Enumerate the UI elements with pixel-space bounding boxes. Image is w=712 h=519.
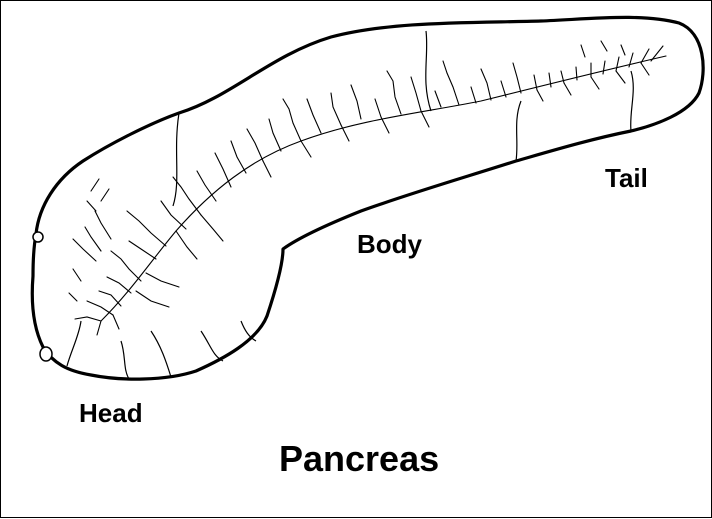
label-body: Body — [357, 231, 422, 257]
label-head: Head — [79, 400, 143, 426]
nodule-upper — [33, 232, 43, 242]
nodule-lower — [40, 347, 52, 361]
label-tail: Tail — [605, 165, 648, 191]
lobule-boundaries — [67, 31, 633, 379]
diagram-title: Pancreas — [279, 441, 439, 477]
pancreatic-duct — [69, 41, 666, 335]
pancreas-outline — [32, 17, 703, 379]
